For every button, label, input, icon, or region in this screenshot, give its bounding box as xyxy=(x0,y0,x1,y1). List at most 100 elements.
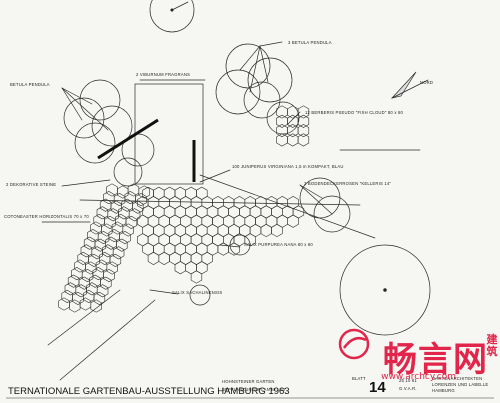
shrub-hex xyxy=(95,259,108,273)
shrub-hex xyxy=(297,105,310,119)
shrub-hex-grid xyxy=(58,105,310,313)
label-salix-pr: SALIX SACHALINENSIS xyxy=(172,290,222,295)
shrub-hex xyxy=(287,114,299,128)
shrub-hex xyxy=(287,214,299,228)
shrub-hex xyxy=(89,274,101,288)
shrub-hex xyxy=(69,299,81,313)
shrub-hex xyxy=(128,208,141,222)
shrub-hex xyxy=(90,299,102,313)
watermark-mark-icon xyxy=(338,328,370,360)
sheet-number: 14 xyxy=(369,379,386,396)
shrub-hex xyxy=(96,206,109,220)
shrub-hex xyxy=(135,193,147,207)
shrub-hex xyxy=(122,223,134,237)
shrub-hex xyxy=(102,244,114,258)
shrub-hex xyxy=(260,223,272,238)
shrub-hex xyxy=(67,274,80,288)
shrub-hex xyxy=(100,276,112,290)
shrub-hex xyxy=(158,251,170,265)
shrub-hex xyxy=(276,133,288,147)
office-line-3: HAMBURG xyxy=(432,388,455,393)
shrub-hex xyxy=(93,291,106,305)
shrub-hex xyxy=(297,114,310,128)
office-line-2: LORENZEN UND LABELLE xyxy=(432,382,488,387)
shrub-hex xyxy=(72,291,84,305)
shrub-hex xyxy=(244,233,256,247)
watermark-logo: 畅言网 xyxy=(383,340,488,380)
shrub-hex xyxy=(99,198,112,212)
watermark-side: 建筑 xyxy=(486,333,498,358)
shrub-hex xyxy=(132,200,144,214)
shrub-hex xyxy=(64,282,77,296)
shrub-hex xyxy=(104,215,116,229)
shrub-hex xyxy=(190,270,203,284)
shrub-hex xyxy=(109,253,122,267)
label-cotoneaster: COTONEASTER HORIZONTALIS 70 x 70 xyxy=(4,214,89,219)
shrub-hex xyxy=(71,267,83,281)
shrub-hex xyxy=(96,284,109,298)
shrub-hex xyxy=(99,251,111,265)
shrub-hex xyxy=(107,208,119,222)
shrub-hex xyxy=(106,183,118,197)
shrub-hex xyxy=(113,193,126,207)
shrub-hex xyxy=(287,105,299,119)
shrub-hex xyxy=(271,223,283,238)
shrub-hex xyxy=(90,221,102,235)
shrub-hex xyxy=(287,133,299,147)
shrub-hex xyxy=(78,276,90,290)
subtitle-1: HOHNSTEINER GARTEN xyxy=(222,379,275,384)
shrub-hex xyxy=(125,215,138,229)
sheet-label: BLATT xyxy=(352,376,366,381)
shrub-hex xyxy=(80,244,93,258)
shrub-hex xyxy=(228,242,240,256)
linework xyxy=(41,0,431,381)
shrub-hex xyxy=(88,253,100,267)
stone-edges xyxy=(97,118,196,182)
shrub-hex xyxy=(91,246,103,260)
shrub-hex xyxy=(93,213,105,227)
shrub-hex xyxy=(61,289,73,303)
label-nord: NORD xyxy=(420,80,433,85)
shrub-hex xyxy=(79,297,92,311)
shrub-hex xyxy=(138,185,150,199)
sheet-date: 25 10 61 xyxy=(399,378,417,383)
shrub-hex xyxy=(174,261,186,275)
shrub-hex xyxy=(117,185,129,199)
shrub-hex xyxy=(74,259,86,273)
shrub-hex xyxy=(86,282,98,296)
shrub-hex xyxy=(116,238,128,252)
shrub-hex xyxy=(127,183,140,197)
label-salix: SALIX PURPUREA NANA 80 x 60 xyxy=(244,242,313,247)
shrub-hex xyxy=(121,198,133,212)
label-kelleris: 3 BODENDECKERROSEN "KELLERIS 14" xyxy=(304,181,391,186)
watermark-url: www.archcy.com xyxy=(381,372,456,382)
sheet-sig: G.V.A.R. xyxy=(399,386,417,391)
shrub-hex xyxy=(87,229,99,243)
title-bar: TERNATIONALE GARTENBAU-AUSSTELLUNG HAMBU… xyxy=(8,386,290,397)
shrub-hex xyxy=(103,269,115,283)
shrub-hex xyxy=(105,236,117,250)
shrub-hex xyxy=(110,200,122,214)
shrub-hex xyxy=(276,114,288,128)
shrub-hex xyxy=(85,261,97,275)
shrub-hex xyxy=(106,261,118,275)
shrub-hex xyxy=(108,229,120,243)
shrub-hex xyxy=(217,242,229,256)
label-dekorative: 2 DEKORATIVE STEINE xyxy=(6,182,56,187)
office-line-1: GARTENARCHITEKTEN xyxy=(432,376,482,381)
shrub-hex xyxy=(94,238,106,252)
shrub-hex xyxy=(115,213,127,227)
shrub-hex xyxy=(97,231,110,245)
shrub-hex xyxy=(276,105,288,119)
subtitle-2: BEPFLANZUNGSPLAN M 1:50 xyxy=(222,387,286,392)
shrub-hex xyxy=(92,267,104,281)
shrub-hex xyxy=(83,289,95,303)
label-berberis: 12 BERBERIS PSEUDO "FISH CLOUD" 80 x 60 xyxy=(305,110,404,115)
shrub-hex xyxy=(112,246,125,260)
shrub-hex xyxy=(297,124,310,138)
shrub-hex xyxy=(75,284,87,298)
shrub-hex xyxy=(83,236,96,250)
shrub-hex xyxy=(118,206,130,220)
label-betula-top: 3 BETULA PENDULA xyxy=(288,40,332,45)
